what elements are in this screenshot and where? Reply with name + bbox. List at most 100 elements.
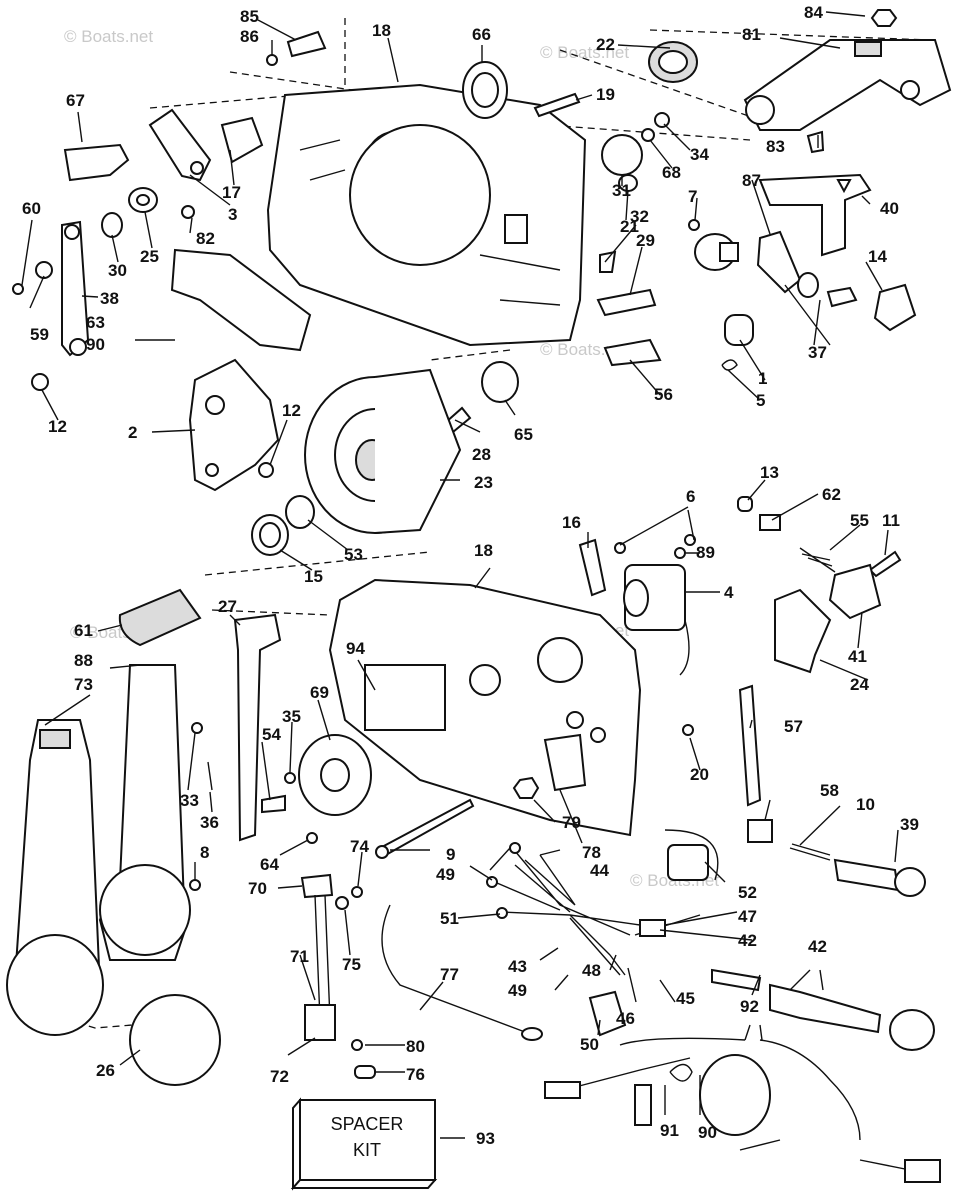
screw-33 xyxy=(191,722,203,734)
spacer-kit-label-1: SPACER xyxy=(331,1114,404,1134)
nut-34 xyxy=(654,112,670,128)
callout-46: 46 xyxy=(616,1009,635,1028)
callout-14: 14 xyxy=(868,247,887,266)
washer-37 xyxy=(797,272,819,298)
callout-79: 79 xyxy=(562,813,581,832)
cable-right xyxy=(739,1139,941,1183)
callout-63: 63 xyxy=(86,313,105,332)
screw-74 xyxy=(351,886,363,898)
housing-18-lower xyxy=(328,578,642,837)
callout-15: 15 xyxy=(304,567,323,586)
screw-60 xyxy=(12,283,24,295)
callout-8: 8 xyxy=(200,843,209,862)
part-79 xyxy=(543,733,587,792)
callout-36: 36 xyxy=(200,813,219,832)
callout-90b: 90 xyxy=(698,1123,717,1142)
callout-75: 75 xyxy=(342,955,361,974)
disc-31 xyxy=(601,134,643,176)
callout-93: 93 xyxy=(476,1129,495,1148)
plug-91 xyxy=(634,1084,652,1126)
spring-5 xyxy=(721,359,738,371)
callout-21: 21 xyxy=(620,217,639,236)
callout-17: 17 xyxy=(222,183,241,202)
plate-40 xyxy=(758,173,872,257)
link-3 xyxy=(148,108,212,182)
callout-72: 72 xyxy=(270,1067,289,1086)
clamp-29 xyxy=(596,288,657,317)
washer-25 xyxy=(128,187,158,213)
bearing-15 xyxy=(251,514,289,556)
callout-70: 70 xyxy=(248,879,267,898)
screw-12-lower xyxy=(258,462,274,478)
arm-38 xyxy=(61,220,90,357)
callout-37: 37 xyxy=(808,343,827,362)
callout-34: 34 xyxy=(690,145,709,164)
bulb-76 xyxy=(354,1065,376,1079)
cable-92 xyxy=(619,1037,861,1141)
callout-42b: 42 xyxy=(808,937,827,956)
spring-10 xyxy=(789,843,831,861)
callout-24: 24 xyxy=(850,675,869,694)
callout-83: 83 xyxy=(766,137,785,156)
switch-4 xyxy=(623,564,690,676)
spring-17 xyxy=(220,116,264,164)
bracket-63 xyxy=(170,248,312,352)
callout-16: 16 xyxy=(562,513,581,532)
callout-62: 62 xyxy=(822,485,841,504)
callout-13: 13 xyxy=(760,463,779,482)
spring-55 xyxy=(799,547,836,573)
cap-61 xyxy=(118,588,202,647)
bolt-9 xyxy=(375,798,475,859)
callout-27: 27 xyxy=(218,597,237,616)
callout-12b: 12 xyxy=(282,401,301,420)
switch-52 xyxy=(664,829,719,881)
callout-26: 26 xyxy=(96,1061,115,1080)
callout-91: 91 xyxy=(660,1121,679,1140)
washer-68 xyxy=(641,128,655,142)
callout-32: 32 xyxy=(630,207,649,226)
callout-87: 87 xyxy=(742,171,761,190)
screw-7 xyxy=(688,219,700,231)
clip-70 xyxy=(300,873,334,899)
callout-77: 77 xyxy=(440,965,459,984)
cable-77 xyxy=(381,904,543,1041)
callout-94: 94 xyxy=(346,639,365,658)
callout-18b: 18 xyxy=(474,541,493,560)
disc-69 xyxy=(298,734,372,816)
callout-20: 20 xyxy=(690,765,709,784)
handle-88 xyxy=(98,664,191,961)
screw-8 xyxy=(189,879,201,891)
boot-14 xyxy=(873,283,917,332)
callout-53: 53 xyxy=(344,545,363,564)
callout-2: 2 xyxy=(128,423,137,442)
watermark: © Boats.net xyxy=(64,27,153,46)
callout-38: 38 xyxy=(100,289,119,308)
clip-91 xyxy=(669,1063,693,1082)
callout-82: 82 xyxy=(196,229,215,248)
callout-19: 19 xyxy=(596,85,615,104)
callout-41: 41 xyxy=(848,647,867,666)
callout-67: 67 xyxy=(66,91,85,110)
spacer-kit-label-2: KIT xyxy=(353,1140,381,1160)
callout-39: 39 xyxy=(900,815,919,834)
washer-59 xyxy=(35,261,53,279)
ring-53 xyxy=(285,495,315,529)
screw-11 xyxy=(868,550,902,578)
callout-45: 45 xyxy=(676,989,695,1008)
callout-64: 64 xyxy=(260,855,279,874)
callout-31: 31 xyxy=(612,181,631,200)
callout-12a: 12 xyxy=(48,417,67,436)
spacer-kit-93: SPACER KIT xyxy=(290,1097,438,1191)
callout-59: 59 xyxy=(30,325,49,344)
screw-82 xyxy=(181,205,195,219)
connector-42 xyxy=(769,983,935,1051)
callout-43: 43 xyxy=(508,957,527,976)
callout-78: 78 xyxy=(582,843,601,862)
callout-11: 11 xyxy=(882,511,900,530)
callout-69: 69 xyxy=(310,683,329,702)
cap-13 xyxy=(737,496,753,512)
callout-86: 86 xyxy=(240,27,259,46)
callout-25: 25 xyxy=(140,247,159,266)
callout-51: 51 xyxy=(440,909,459,928)
